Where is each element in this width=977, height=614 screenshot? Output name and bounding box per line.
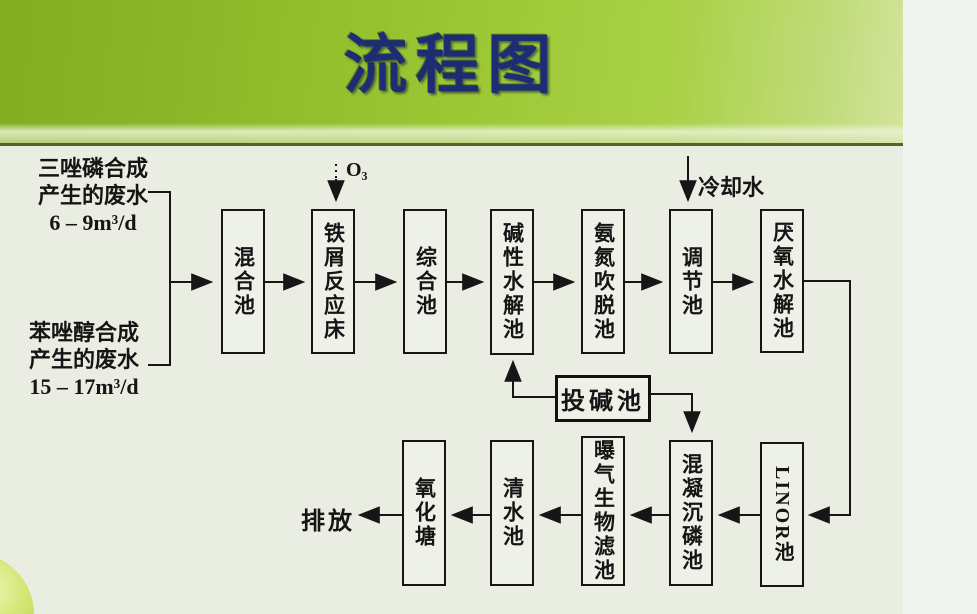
box-mixing-tank: 混合池 [221, 209, 265, 354]
box-label: 氨氮吹脱池 [591, 221, 616, 342]
box-label: 综合池 [413, 245, 438, 318]
label-discharge: 排放 [301, 509, 355, 535]
box-clear-water-tank: 清水池 [490, 440, 534, 586]
arrow-alkalidosing-to-coagulation [650, 393, 701, 434]
box-label: 调节池 [679, 245, 704, 318]
box-label: 投碱池 [561, 389, 645, 415]
box-anaerobic-hydrolysis-tank: 厌氧水解池 [760, 209, 804, 353]
box-comprehensive-tank: 综合池 [403, 209, 447, 354]
box-alkaline-hydrolysis-tank: 碱性水解池 [490, 209, 534, 355]
source-line: 产生的废水 [28, 346, 139, 372]
box-coagulation-phosphorus-tank: 混凝沉磷池 [669, 440, 713, 586]
box-aerated-biological-filter: 曝气生物滤池 [581, 436, 625, 586]
box-label: 曝气生物滤池 [591, 439, 616, 583]
box-alkali-dosing-tank: 投碱池 [555, 375, 651, 422]
box-regulation-tank: 调节池 [669, 209, 713, 354]
source-flow-rate: 15 – 17m³/d [29, 373, 139, 399]
slide-header: 流程图 [0, 0, 903, 146]
arrow-anaerobic-to-linor [803, 280, 851, 524]
box-label: 铁屑反应床 [321, 221, 346, 342]
page-title: 流程图 [343, 30, 560, 101]
box-oxidation-pond: 氧化塘 [402, 440, 446, 586]
label-cooling-water: 冷却水 [698, 175, 765, 200]
arrow-alkalidosing-to-alkaline [504, 359, 555, 398]
source-label-benzoxazole: 苯唑醇合成 产生的废水 15 – 17m³/d [9, 320, 159, 400]
source-line: 苯唑醇合成 [28, 320, 139, 345]
source-bracket-line [148, 191, 171, 366]
box-label: 混凝沉磷池 [679, 453, 704, 573]
box-label: 碱性水解池 [500, 222, 525, 342]
box-label: 氧化塘 [412, 477, 437, 549]
box-linor-tank: LINOR池 [760, 442, 804, 587]
connector-lines [148, 156, 851, 524]
box-iron-scrap-reaction-bed: 铁屑反应床 [311, 209, 355, 354]
source-flow-rate: 6 – 9m³/d [49, 209, 137, 235]
box-ammonia-stripping-tank: 氨氮吹脱池 [581, 209, 625, 354]
source-line: 产生的废水 [37, 182, 148, 208]
box-label: 厌氧水解池 [770, 221, 795, 341]
slide: 流程图 [0, 0, 903, 614]
label-ozone: O₃ [346, 159, 368, 181]
box-label: LINOR池 [771, 465, 793, 564]
source-line: 三唑磷合成 [37, 156, 148, 181]
box-label: 清水池 [500, 477, 525, 549]
box-label: 混合池 [231, 245, 256, 318]
flow-diagram: 三唑磷合成 产生的废水 6 – 9m³/d 苯唑醇合成 产生的废水 15 – 1… [0, 146, 903, 614]
source-label-triazophos: 三唑磷合成 产生的废水 6 – 9m³/d [18, 156, 168, 236]
